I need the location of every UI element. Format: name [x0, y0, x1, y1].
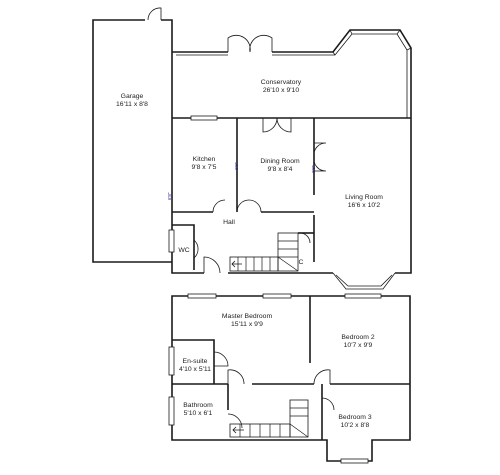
- bedroom2-size: 10'7 x 9'9: [344, 342, 373, 349]
- conservatory-inner-wall: [176, 33, 408, 118]
- door-height-dining-living: 6'8": [311, 165, 316, 173]
- bathroom-size: 5'10 x 6'1: [184, 410, 213, 417]
- master-door-arc: [227, 369, 245, 385]
- hall-name: Hall: [223, 219, 235, 226]
- living-outer-walls: [314, 118, 412, 274]
- bedroom2-door-arc: [313, 369, 331, 385]
- wc-window: [168, 229, 175, 253]
- bathroom-window: [168, 396, 175, 426]
- master-name: Master Bedroom: [222, 313, 273, 320]
- stair-arrow-icon: [231, 260, 242, 268]
- dining-door-arc: [236, 199, 262, 213]
- living-french-doors: [313, 142, 327, 172]
- bedroom3-size: 10'2 x 8'8: [341, 422, 370, 429]
- cupboard-name: C: [299, 259, 304, 266]
- dining-size: 9'8 x 8'4: [268, 166, 293, 173]
- living-name: Living Room: [345, 194, 383, 201]
- kitchen-size: 9'8 x 7'5: [192, 164, 217, 171]
- conservatory-size: 26'10 x 9'10: [263, 87, 299, 94]
- conservatory-name: Conservatory: [261, 79, 302, 86]
- kitchen-door-arc: [212, 199, 226, 213]
- front-door-arc: [203, 256, 221, 274]
- bathroom-name: Bathroom: [183, 402, 213, 409]
- door-height-kitchen-dining: 6'8": [234, 162, 239, 170]
- wc-door-arc: [193, 239, 199, 259]
- ground-stairs: [229, 232, 299, 272]
- garage-size: 16'11 x 8'8: [116, 101, 148, 108]
- garage-walls: [92, 19, 173, 263]
- first-stairs: [229, 399, 309, 438]
- bedroom3-door-arc: [321, 397, 335, 411]
- ensuite-walls: [172, 339, 215, 384]
- dining-french-doors: [262, 117, 292, 133]
- wc-walls: [172, 224, 195, 270]
- living-bay-window: [332, 272, 396, 290]
- master-size: 15'11 x 9'9: [231, 321, 263, 328]
- ensuite-window: [168, 346, 175, 376]
- garage-door-arc: [147, 7, 162, 21]
- master-window-right: [262, 293, 292, 299]
- wc-name: WC: [178, 247, 189, 254]
- bedroom2-name: Bedroom 2: [341, 334, 374, 341]
- ground-floor: 6'8" 6'8" 6'8" Garage 16'11 x 8'8 Conser…: [92, 7, 412, 290]
- conservatory-bay-mullions: [332, 29, 412, 56]
- first-stair-arrow-icon: [232, 426, 244, 434]
- ensuite-door-arc: [213, 351, 229, 367]
- first-floor: Master Bedroom 15'11 x 9'9 Bedroom 2 10'…: [168, 293, 411, 464]
- kitchen-name: Kitchen: [193, 156, 216, 163]
- master-window-left: [187, 293, 217, 299]
- bedroom3-name: Bedroom 3: [338, 414, 371, 421]
- bedroom2-window: [344, 293, 382, 299]
- cupboard-door-arc: [299, 232, 311, 244]
- door-height-garage: 6'8": [167, 192, 172, 200]
- conservatory-french-doors: [227, 34, 273, 53]
- living-size: 16'6 x 10'2: [348, 202, 381, 209]
- ensuite-size: 4'10 x 5'11: [179, 366, 211, 373]
- conservatory-walls: [172, 29, 412, 118]
- dining-name: Dining Room: [260, 158, 300, 165]
- bedroom3-window: [340, 458, 369, 464]
- ground-front-wall: [171, 262, 314, 274]
- garage-name: Garage: [121, 93, 144, 100]
- ensuite-name: En-suite: [183, 358, 208, 365]
- bathroom-door-arc: [227, 413, 243, 429]
- first-floor-outer-walls: [171, 295, 411, 462]
- kitchen-window: [190, 115, 218, 121]
